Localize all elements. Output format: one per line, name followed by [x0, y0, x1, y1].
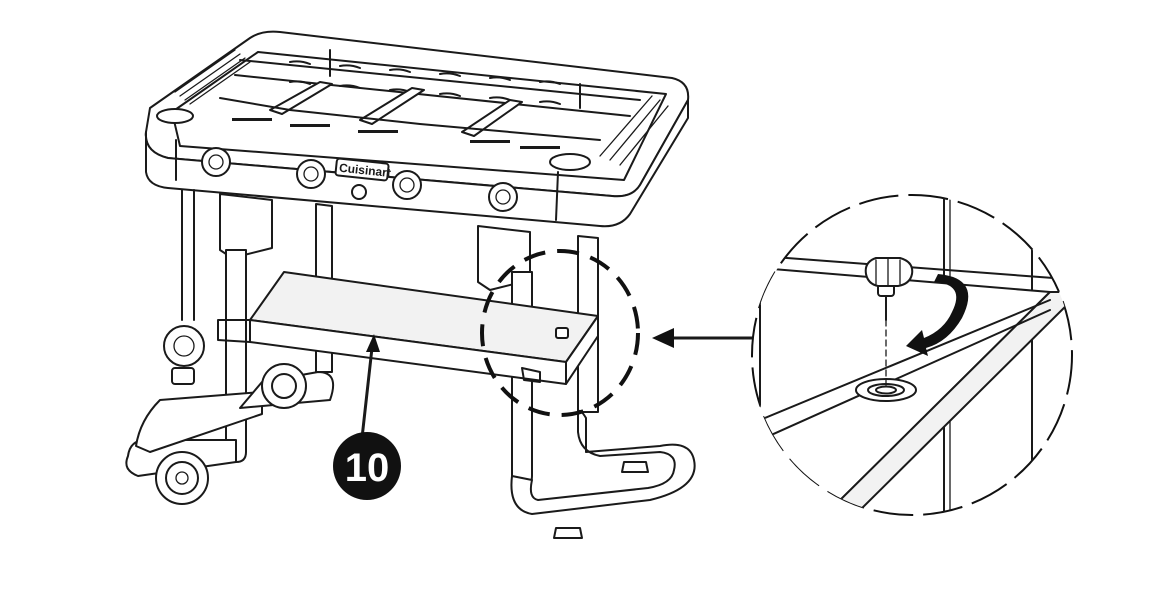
brand-label: Cuisinart: [338, 161, 391, 180]
regulator: [163, 325, 205, 367]
shelf-knob-screw: [555, 327, 569, 339]
pointer-arrow-icon: [652, 328, 770, 348]
callout-circle: [480, 249, 640, 417]
knob-screw-icon: [864, 257, 914, 321]
step-badge: 10: [333, 334, 401, 500]
igniter-button: [351, 184, 367, 200]
side-shelf: [217, 271, 599, 385]
burner-knob-2: [296, 159, 326, 189]
burner-grates: [219, 49, 641, 141]
control-knobs: [201, 147, 518, 212]
burner-knob-1: [201, 147, 231, 177]
brand-badge: Cuisinart: [334, 157, 392, 182]
front-wheel: [155, 451, 209, 505]
detail-view: [751, 194, 1073, 516]
burner-knob-4: [488, 182, 518, 212]
tighten-arrow-icon: [906, 274, 969, 356]
step-number: 10: [345, 446, 390, 490]
right-cup-holder: [549, 153, 591, 171]
base-frame: [125, 363, 696, 539]
burner-knob-3: [392, 170, 422, 200]
rear-wheel: [261, 363, 307, 409]
vent-slots: [174, 49, 669, 166]
grill-top: [144, 30, 690, 228]
left-cup-holder: [156, 108, 194, 124]
